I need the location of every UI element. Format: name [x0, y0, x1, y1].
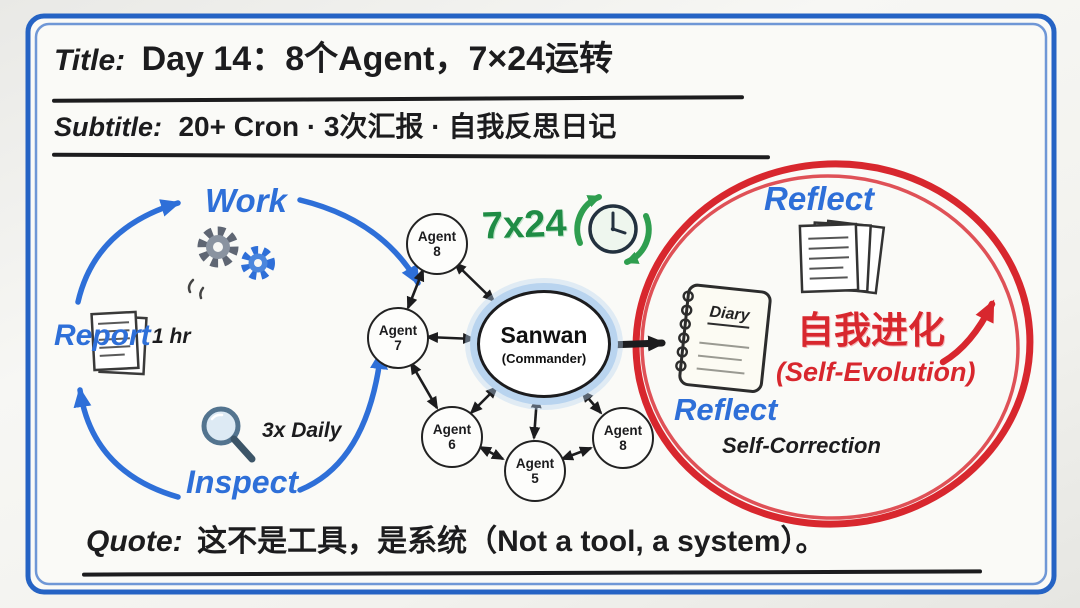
subtitle-row: Subtitle: 20+ Cron · 3次汇报 · 自我反思日记 — [54, 112, 616, 141]
agent-name: Agent — [432, 422, 472, 437]
agent-number: 8 — [619, 438, 627, 453]
agent-number: 6 — [448, 437, 456, 452]
agent-name: Agent — [515, 456, 555, 471]
documents-stack-icon — [798, 219, 886, 295]
diary-label: Diary — [709, 304, 752, 325]
reflect-top-label: Reflect — [764, 180, 875, 217]
commander-name: Sanwan — [500, 322, 588, 348]
quote-row: Quote: 这不是工具，是系统（Not a tool, a system）。 — [86, 526, 826, 558]
agent-name: Agent — [603, 423, 643, 438]
work-label: Work — [205, 182, 287, 219]
agent-number: 5 — [531, 471, 539, 486]
agent-node-bottom: Agent 5 — [504, 440, 566, 502]
agent-number: 8 — [433, 244, 441, 259]
agent-network-edges — [406, 261, 603, 461]
agent-name: Agent — [417, 229, 457, 244]
agent-node-bottom-left: Agent 6 — [421, 406, 483, 468]
self-correction-label: Self-Correction — [722, 433, 881, 458]
title-label: Title: — [54, 44, 126, 77]
commander-node: Sanwan (Commander) — [477, 290, 611, 398]
subtitle-label: Subtitle: — [54, 112, 162, 142]
inspect-label: Inspect — [186, 464, 299, 500]
uptime-label: 7x24 — [481, 202, 568, 248]
agent-name: Agent — [378, 323, 418, 338]
agent-node-right: Agent 8 — [592, 407, 654, 469]
diary-notebook-icon: Diary — [675, 283, 772, 393]
page-subtitle: 20+ Cron · 3次汇报 · 自我反思日记 — [178, 111, 617, 142]
clock-recycle-icon — [574, 194, 652, 265]
inspect-interval-label: 3x Daily — [262, 419, 342, 442]
gears-icon — [187, 226, 275, 300]
self-evolution-zh-label: 自我进化 — [797, 310, 945, 351]
self-evolution-arrow — [939, 299, 996, 366]
agent-number: 7 — [394, 338, 402, 353]
quote-label: Quote: — [86, 525, 183, 558]
page-title: Day 14：8个Agent，7×24运转 — [141, 40, 614, 78]
commander-role: (Commander) — [501, 351, 587, 366]
magnifier-icon — [201, 406, 256, 463]
quote-text: 这不是工具，是系统（Not a tool, a system）。 — [197, 525, 826, 558]
report-label: Report — [54, 319, 151, 352]
document-icon — [90, 310, 148, 376]
commander-to-diary-arrow — [604, 335, 666, 352]
report-interval-label: 1 hr — [152, 325, 191, 348]
agent-node-top: Agent 8 — [406, 213, 468, 275]
self-evolution-en-label: (Self-Evolution) — [776, 357, 976, 387]
title-row: Title: Day 14：8个Agent，7×24运转 — [54, 40, 614, 78]
agent-node-left: Agent 7 — [367, 307, 429, 369]
reflect-bottom-label: Reflect — [674, 392, 778, 427]
reflection-circle — [632, 160, 1034, 528]
